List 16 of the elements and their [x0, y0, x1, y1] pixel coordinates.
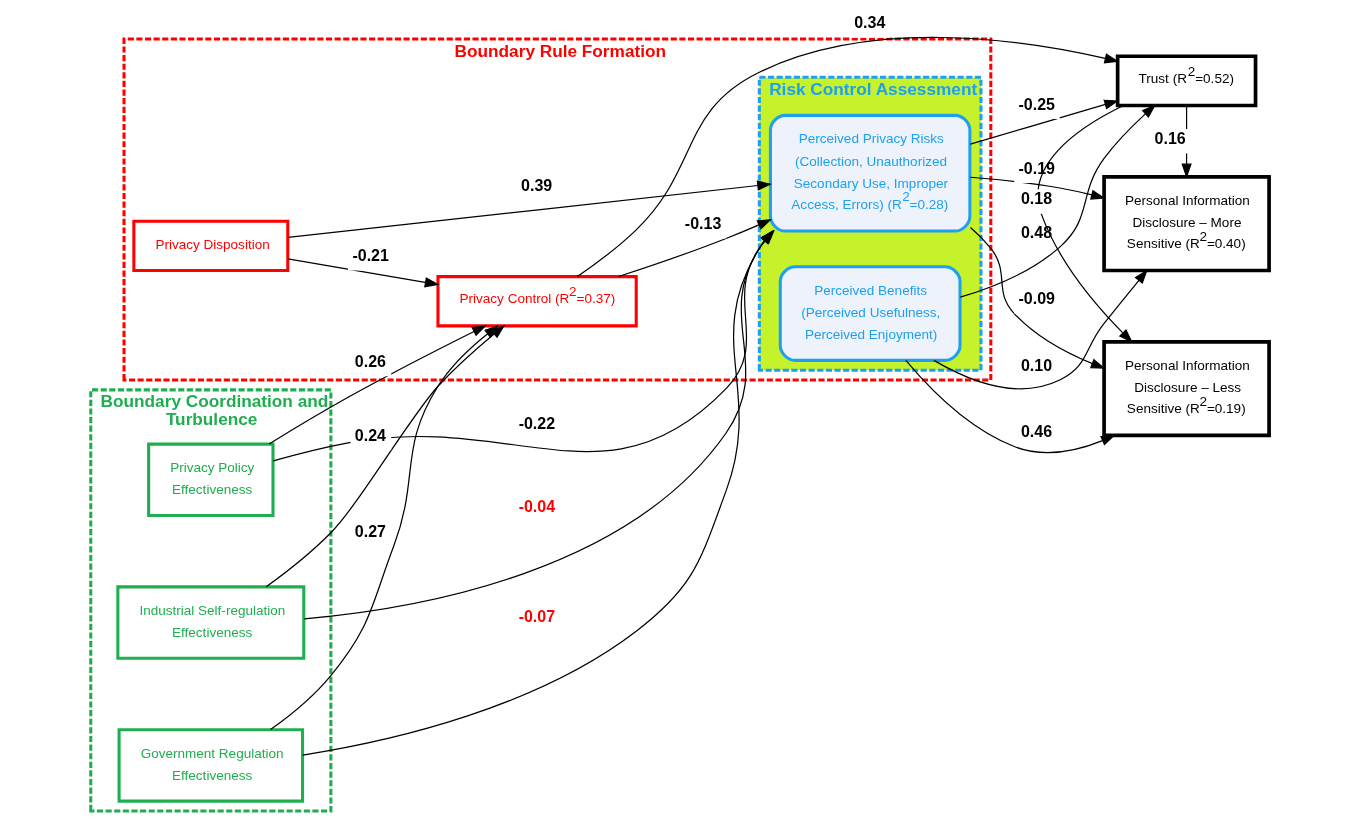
- edge-label: -0.13: [684, 215, 722, 233]
- edge-label: 0.27: [354, 522, 387, 540]
- edge-label: 0.16: [1154, 130, 1186, 148]
- edge-label: 0.26: [354, 353, 387, 371]
- edge-label: 0.34: [854, 14, 886, 32]
- edge-label: 0.46: [1020, 423, 1053, 441]
- edge-label: -0.09: [1018, 290, 1055, 308]
- edge-label: 0.18: [1020, 190, 1053, 208]
- edge-label: -0.22: [518, 414, 556, 432]
- edge-label: -0.07: [518, 607, 556, 625]
- edge-label: -0.04: [518, 498, 556, 516]
- edge-label: 0.39: [521, 176, 553, 194]
- edge-label: -0.21: [352, 247, 389, 265]
- edge-label: -0.25: [1018, 95, 1055, 113]
- edge-label: 0.24: [354, 426, 387, 444]
- edge-label: 0.10: [1020, 356, 1053, 374]
